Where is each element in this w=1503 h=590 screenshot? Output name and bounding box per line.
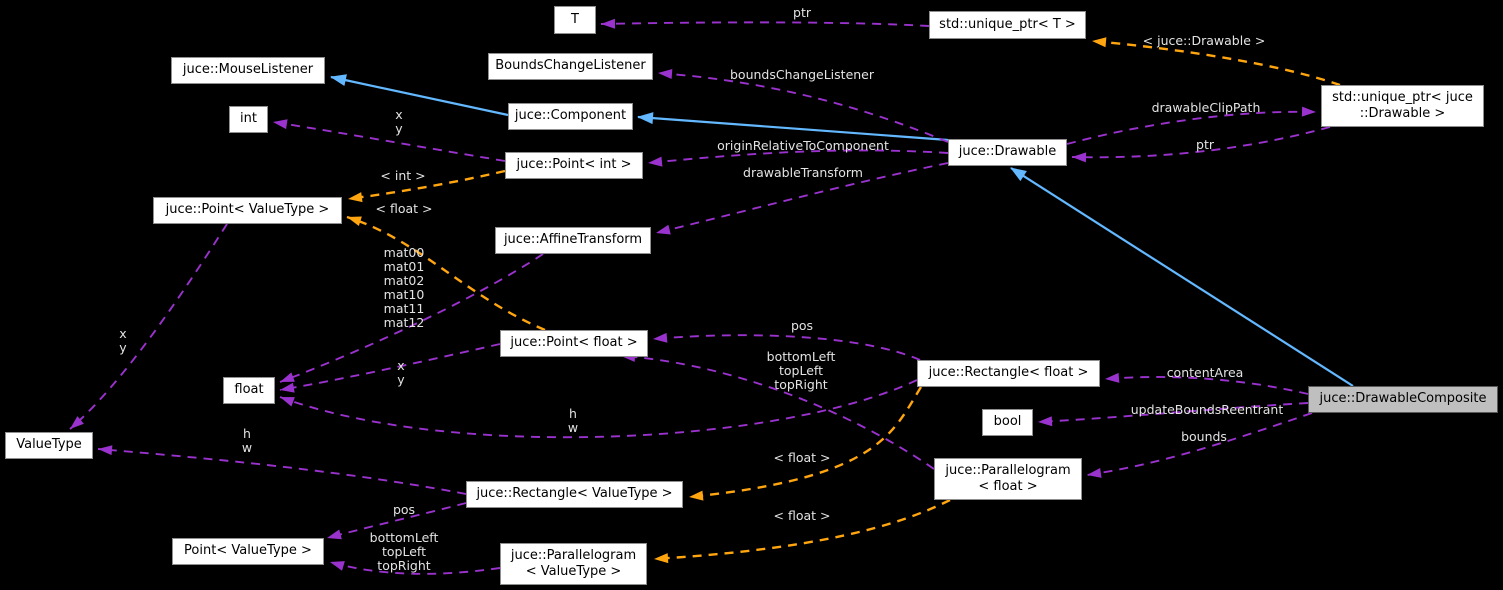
node-juce-drawablecomposite[interactable]: juce::DrawableComposite	[1308, 386, 1498, 413]
edge-usage-juce-drawablecomposite--juce-rectangle-float	[1104, 372, 1309, 395]
node-juce-rectangle-valuetype[interactable]: juce::Rectangle< ValueType >	[466, 481, 683, 508]
node-juce-rectangle-float[interactable]: juce::Rectangle< float >	[917, 360, 1100, 387]
node-bool[interactable]: bool	[982, 409, 1033, 436]
edge-template-juce-point-int--juce-point-valuetype	[347, 169, 506, 203]
node-juce-affinetransform[interactable]: juce::AffineTransform	[495, 227, 651, 254]
node-std-unique-ptr-juce-drawable[interactable]: std::unique_ptr< juce ::Drawable >	[1321, 85, 1484, 127]
edge-inheritance-juce-drawable--juce-component	[637, 112, 949, 142]
node-std-unique-ptr-t[interactable]: std::unique_ptr< T >	[929, 11, 1086, 39]
node-juce-drawable[interactable]: juce::Drawable	[948, 139, 1067, 166]
edge-template-juce-point-float--juce-point-valuetype	[346, 215, 546, 332]
edge-template-juce-parallelogram-float--juce-parallelogram-valuetype	[653, 498, 951, 564]
edge-usage-juce-drawable--std-unique-ptr-juce-drawable	[1066, 106, 1317, 145]
node-boundschangelistener[interactable]: BoundsChangeListener	[488, 53, 653, 80]
node-juce-parallelogram-valuetype[interactable]: juce::Parallelogram < ValueType >	[500, 543, 647, 585]
edge-usage-juce-drawable--boundschangelistener	[657, 69, 949, 143]
node-int[interactable]: int	[229, 106, 268, 133]
node-juce-point-valuetype[interactable]: juce::Point< ValueType >	[153, 197, 342, 224]
node-t[interactable]: T	[554, 6, 596, 34]
edge-usage-juce-drawable--juce-affinetransform	[655, 162, 949, 235]
node-valuetype[interactable]: ValueType	[5, 432, 93, 459]
edge-usage-juce-point-float--float	[279, 343, 501, 393]
node-juce-mouselistener[interactable]: juce::MouseListener	[171, 57, 325, 84]
node-point-valuetype[interactable]: Point< ValueType >	[172, 538, 324, 565]
edge-usage-juce-point-int--int	[272, 119, 506, 162]
edge-usage-std-unique-ptr-juce-drawable--juce-drawable	[1071, 126, 1331, 163]
edge-usage-juce-drawable--juce-point-int	[647, 149, 949, 167]
edge-usage-juce-point-valuetype--valuetype	[69, 223, 228, 430]
edge-usage-juce-parallelogram-float--juce-point-float	[620, 351, 935, 470]
edge-usage-juce-rectangle-float--float	[279, 379, 918, 439]
node-juce-parallelogram-float[interactable]: juce::Parallelogram < float >	[934, 458, 1082, 500]
edges-group	[69, 18, 1354, 575]
edge-inheritance-juce-component--juce-mouselistener	[330, 74, 509, 117]
edge-usage-std-unique-ptr-t--t	[600, 18, 930, 29]
edge-inheritance-juce-drawablecomposite--juce-drawable	[1010, 167, 1354, 387]
edge-template-juce-rectangle-float--juce-rectangle-valuetype	[688, 386, 923, 501]
node-juce-point-int[interactable]: juce::Point< int >	[505, 152, 643, 179]
edge-usage-juce-rectangle-float--juce-point-float	[652, 332, 921, 361]
edge-usage-juce-parallelogram-valuetype--point-valuetype	[329, 561, 501, 575]
edge-usage-juce-affinetransform--float	[279, 253, 544, 383]
node-juce-point-float[interactable]: juce::Point< float >	[500, 330, 648, 357]
edge-usage-juce-rectangle-valuetype--point-valuetype	[326, 502, 467, 540]
edge-usage-juce-drawablecomposite--bool	[1037, 402, 1309, 427]
node-float[interactable]: float	[223, 377, 275, 404]
edge-usage-juce-rectangle-valuetype--valuetype	[97, 445, 467, 495]
edge-usage-juce-drawablecomposite--juce-parallelogram-float	[1086, 412, 1313, 478]
edge-template-std-unique-ptr-juce-drawable--std-unique-ptr-t	[1091, 37, 1341, 87]
node-juce-component[interactable]: juce::Component	[508, 103, 633, 130]
